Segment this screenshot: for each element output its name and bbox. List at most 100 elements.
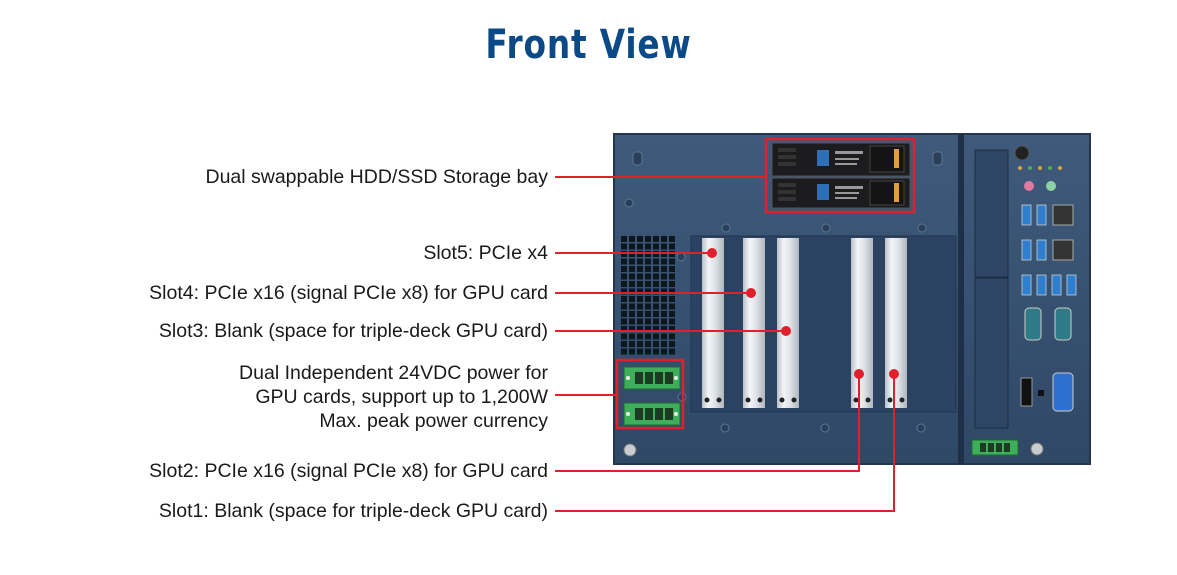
vent-hole	[629, 236, 635, 242]
vent-hole	[621, 318, 627, 325]
bracket-screw	[899, 397, 905, 403]
vent-hole	[669, 326, 675, 332]
vent-hole	[621, 273, 627, 280]
vent-hole	[645, 318, 651, 325]
bracket-screw	[865, 397, 871, 403]
vent-hole	[621, 311, 627, 317]
callout-dot-slot1	[889, 369, 899, 379]
vent-hole	[645, 311, 651, 317]
screw	[676, 252, 686, 262]
vent-hole	[637, 258, 643, 265]
callout-label-storage-bay: Dual swappable HDD/SSD Storage bay	[205, 166, 548, 188]
gpu-power-line-2: GPU cards, support up to 1,200W	[255, 386, 548, 408]
vent-hole	[621, 296, 627, 302]
callout-label-slot5: Slot5: PCIe x4	[423, 242, 548, 264]
vent-hole	[629, 303, 635, 310]
bracket-screw	[853, 397, 859, 403]
vent-hole	[669, 348, 675, 355]
leader-lines	[555, 176, 895, 512]
pcie-brackets	[702, 238, 907, 408]
vent-hole	[621, 258, 627, 265]
vent-hole	[621, 243, 627, 250]
com-ports	[1024, 307, 1072, 341]
vent-hole	[645, 326, 651, 332]
vent-hole	[645, 348, 651, 355]
vent-hole	[629, 296, 635, 302]
pcie-bay	[690, 235, 957, 413]
screw	[917, 223, 927, 233]
callout-label-slot2: Slot2: PCIe x16 (signal PCIe x8) for GPU…	[149, 460, 548, 482]
vent-hole	[653, 311, 659, 317]
vent-hole	[653, 281, 659, 287]
vent-hole	[661, 258, 667, 265]
io-blank-cover-upper	[974, 149, 1009, 278]
vent-hole	[669, 303, 675, 310]
vent-hole	[629, 348, 635, 355]
vent-hole	[629, 333, 635, 340]
vent-hole	[621, 236, 627, 242]
vent-hole	[661, 296, 667, 302]
vent-hole	[653, 266, 659, 272]
vga-port	[1052, 372, 1074, 412]
vent-hole	[629, 243, 635, 250]
vent-hole	[653, 243, 659, 250]
pcie-slot-bracket	[702, 238, 724, 408]
vent-hole	[637, 273, 643, 280]
callout-label-gpu-power: Dual Independent 24VDC power for GPU car…	[239, 361, 548, 433]
vent-hole	[661, 236, 667, 242]
vent-hole	[621, 341, 627, 347]
bracket-screw	[887, 397, 893, 403]
callout-dot-slot5	[707, 248, 717, 258]
vent-hole	[629, 273, 635, 280]
vent-hole	[653, 326, 659, 332]
vent-hole	[621, 348, 627, 355]
gpu-power-line-3: Max. peak power currency	[319, 410, 548, 432]
vent-hole	[661, 288, 667, 295]
vent-hole	[669, 341, 675, 347]
page-title: Front View	[485, 22, 692, 68]
vent-hole	[637, 348, 643, 355]
vent-hole	[645, 243, 651, 250]
vent-hole	[637, 288, 643, 295]
vent-hole	[669, 258, 675, 265]
line-out-jack-icon	[1046, 181, 1056, 191]
vent-hole	[629, 258, 635, 265]
vent-hole	[645, 341, 651, 347]
drive-handle-orange	[894, 149, 899, 168]
vent-hole	[629, 311, 635, 317]
vent-hole	[661, 281, 667, 287]
leader-slot1	[555, 374, 895, 512]
vent-hole	[661, 348, 667, 355]
vent-hole	[661, 303, 667, 310]
status-leds	[1018, 166, 1062, 170]
gpu-power-line-1: Dual Independent 24VDC power for	[239, 362, 548, 384]
vent-hole	[637, 318, 643, 325]
vent-hole	[669, 296, 675, 302]
screw-hole	[632, 151, 643, 166]
vent-hole	[653, 288, 659, 295]
io-blank-cover-lower	[974, 277, 1009, 429]
vent-hole	[669, 266, 675, 272]
power-button-icon	[1014, 145, 1030, 161]
chassis-divider	[958, 134, 964, 464]
screw	[821, 223, 831, 233]
vent-hole	[637, 303, 643, 310]
vent-hole	[645, 273, 651, 280]
pcie-slot-bracket	[777, 238, 799, 408]
pcie-slot-bracket	[885, 238, 907, 408]
vent-hole	[629, 341, 635, 347]
vent-hole	[661, 311, 667, 317]
screw	[820, 423, 830, 433]
vent-hole	[669, 236, 675, 242]
lan-ports	[1052, 204, 1074, 261]
vent-hole	[629, 288, 635, 295]
vent-hole	[653, 318, 659, 325]
vent-hole	[645, 333, 651, 340]
pcie-slot-bracket	[851, 238, 873, 408]
vent-hole	[621, 333, 627, 340]
vent-hole	[645, 303, 651, 310]
vent-hole	[669, 273, 675, 280]
vent-hole	[661, 243, 667, 250]
screw	[916, 423, 926, 433]
vent-hole	[645, 296, 651, 302]
